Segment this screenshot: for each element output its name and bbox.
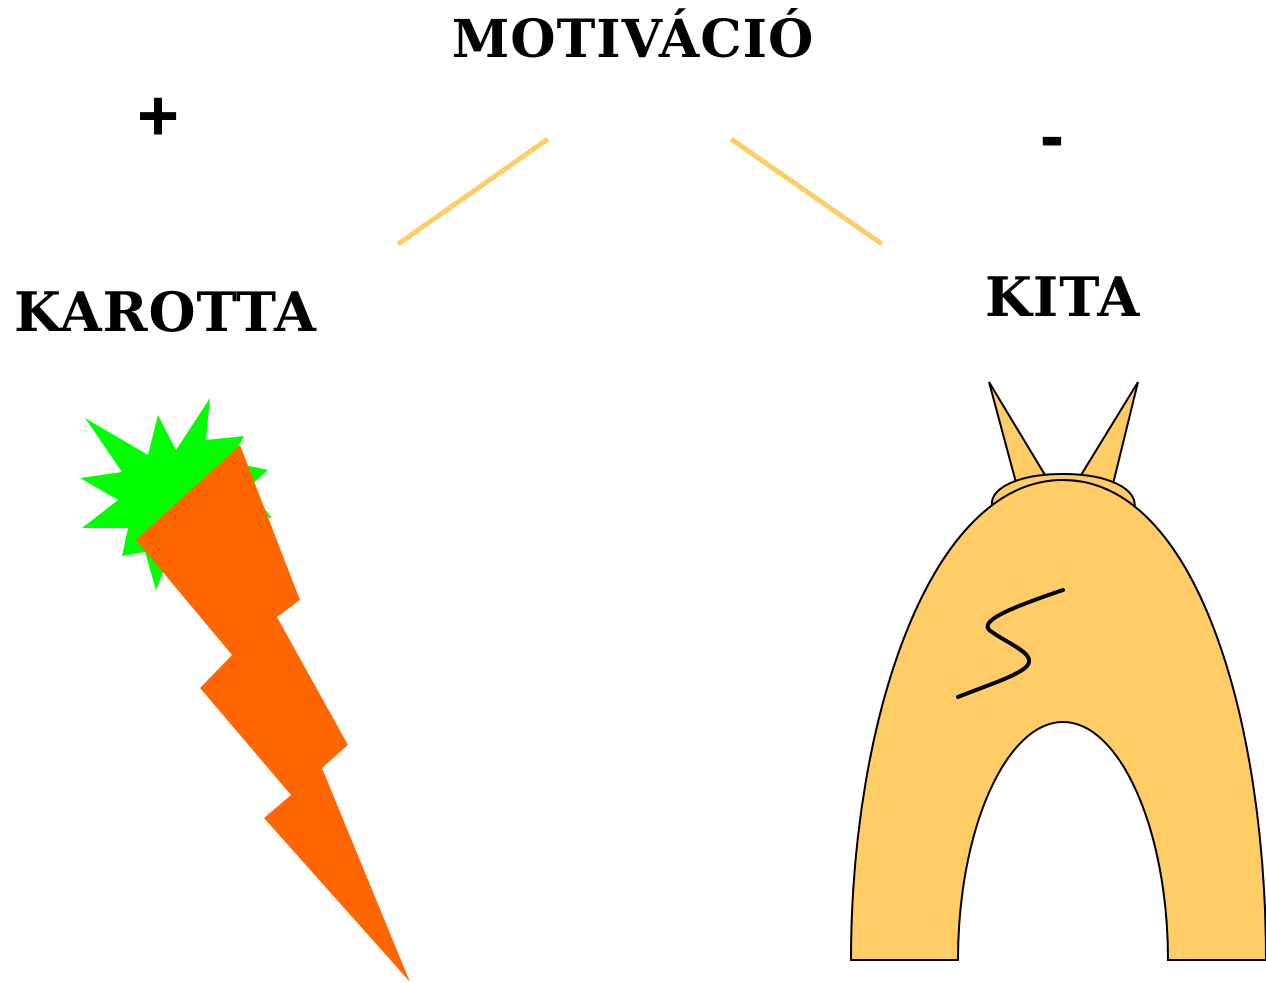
plus-sign: + (137, 76, 180, 156)
carrot-icon (80, 398, 410, 982)
diagram-title: MOTIVÁCIÓ (451, 9, 815, 70)
whip-arch (849, 478, 1266, 961)
left-connector-line (396, 136, 550, 247)
carrot-body (136, 445, 410, 982)
right-connector-line (729, 136, 884, 247)
whip-squiggle (956, 588, 1065, 699)
whip-left-ear (988, 381, 1050, 492)
whip-icon (849, 381, 1266, 961)
minus-sign: - (1040, 96, 1064, 176)
whip-right-ear (1076, 381, 1139, 490)
karotta-label: KAROTTA (14, 280, 317, 344)
kita-label: KITA (985, 265, 1141, 329)
